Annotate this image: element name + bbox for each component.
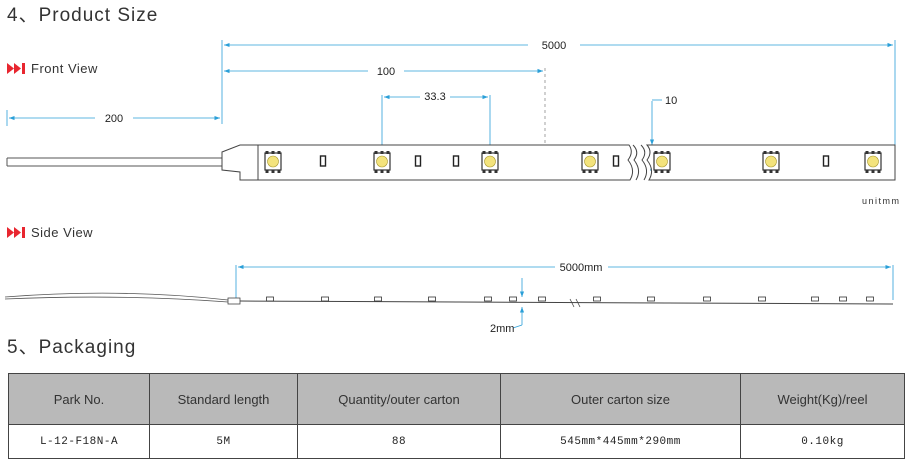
led-chip <box>762 151 780 173</box>
led-chip <box>481 151 499 173</box>
packaging-table: Park No. Standard length Quantity/outer … <box>8 373 905 459</box>
dimension-side-length-text: 5000mm <box>560 262 603 274</box>
unit-label: unitmm <box>862 196 901 206</box>
side-component <box>428 296 436 302</box>
dimension-side-length: 5000mm <box>235 262 894 300</box>
header-weight: Weight(Kg)/reel <box>740 373 905 425</box>
header-park-no: Park No. <box>8 373 150 425</box>
side-component <box>484 296 492 302</box>
dimension-width-text: 10 <box>665 95 677 107</box>
front-view-text: Front View <box>31 61 98 76</box>
dimension-lead-wire-text: 200 <box>105 113 123 125</box>
header-carton-size: Outer carton size <box>500 373 741 425</box>
side-component <box>538 296 546 302</box>
led-chip <box>864 151 882 173</box>
strip-segment-left <box>257 144 634 181</box>
side-component <box>866 296 874 302</box>
side-wire <box>4 292 241 305</box>
fast-forward-icon <box>7 227 25 238</box>
side-components <box>266 296 874 302</box>
dimension-thickness-text: 2mm <box>490 323 514 335</box>
side-component <box>839 296 847 302</box>
side-component <box>321 296 329 302</box>
side-view-label: Side View <box>7 225 93 240</box>
dimension-thickness: 2mm <box>490 278 525 335</box>
led-chip <box>373 151 391 173</box>
header-quantity: Quantity/outer carton <box>297 373 501 425</box>
resistor <box>414 155 422 167</box>
connector <box>221 144 259 181</box>
resistor <box>822 155 830 167</box>
side-strip <box>239 298 894 308</box>
cell-weight: 0.10kg <box>740 424 905 459</box>
dimension-cut-unit-text: 100 <box>377 66 395 78</box>
lead-wires <box>6 157 222 167</box>
break-line <box>640 144 648 181</box>
led-chips <box>264 151 882 173</box>
side-component <box>266 296 274 302</box>
resistor <box>319 155 327 167</box>
packaging-header-row: Park No. Standard length Quantity/outer … <box>8 373 905 425</box>
cell-park-no: L-12-F18N-A <box>8 424 150 459</box>
side-component <box>758 296 766 302</box>
front-view-label: Front View <box>7 61 98 76</box>
table-row: L-12-F18N-A 5M 88 545mm*445mm*290mm 0.10… <box>8 424 905 459</box>
side-view-text: Side View <box>31 225 94 240</box>
led-chip <box>653 151 671 173</box>
header-standard-length: Standard length <box>149 373 298 425</box>
side-component <box>811 296 819 302</box>
break-line <box>632 144 640 181</box>
product-size-heading: 4、Product Size <box>7 5 159 26</box>
dimension-lead-wire: 200 <box>9 113 220 125</box>
dimension-total-length: 5000 <box>224 40 893 52</box>
cell-carton-size: 545mm*445mm*290mm <box>500 424 741 459</box>
led-chip <box>581 151 599 173</box>
side-component <box>647 296 655 302</box>
side-component <box>593 296 601 302</box>
cell-standard-length: 5M <box>149 424 298 459</box>
cell-quantity: 88 <box>297 424 501 459</box>
dimension-cut-unit: 100 <box>224 66 543 78</box>
side-component <box>509 296 517 302</box>
side-component <box>703 296 711 302</box>
dimension-led-pitch: 33.3 <box>384 91 488 103</box>
side-component <box>374 296 382 302</box>
product-diagram: 5000 100 33.3 200 10 <box>4 40 896 335</box>
fast-forward-icon <box>7 63 25 74</box>
resistors <box>319 155 830 167</box>
resistor <box>612 155 620 167</box>
dimension-led-pitch-text: 33.3 <box>424 91 445 103</box>
resistor <box>452 155 460 167</box>
led-chip <box>264 151 282 173</box>
dimension-total-length-text: 5000 <box>542 40 566 52</box>
packaging-heading: 5、Packaging <box>7 337 137 358</box>
